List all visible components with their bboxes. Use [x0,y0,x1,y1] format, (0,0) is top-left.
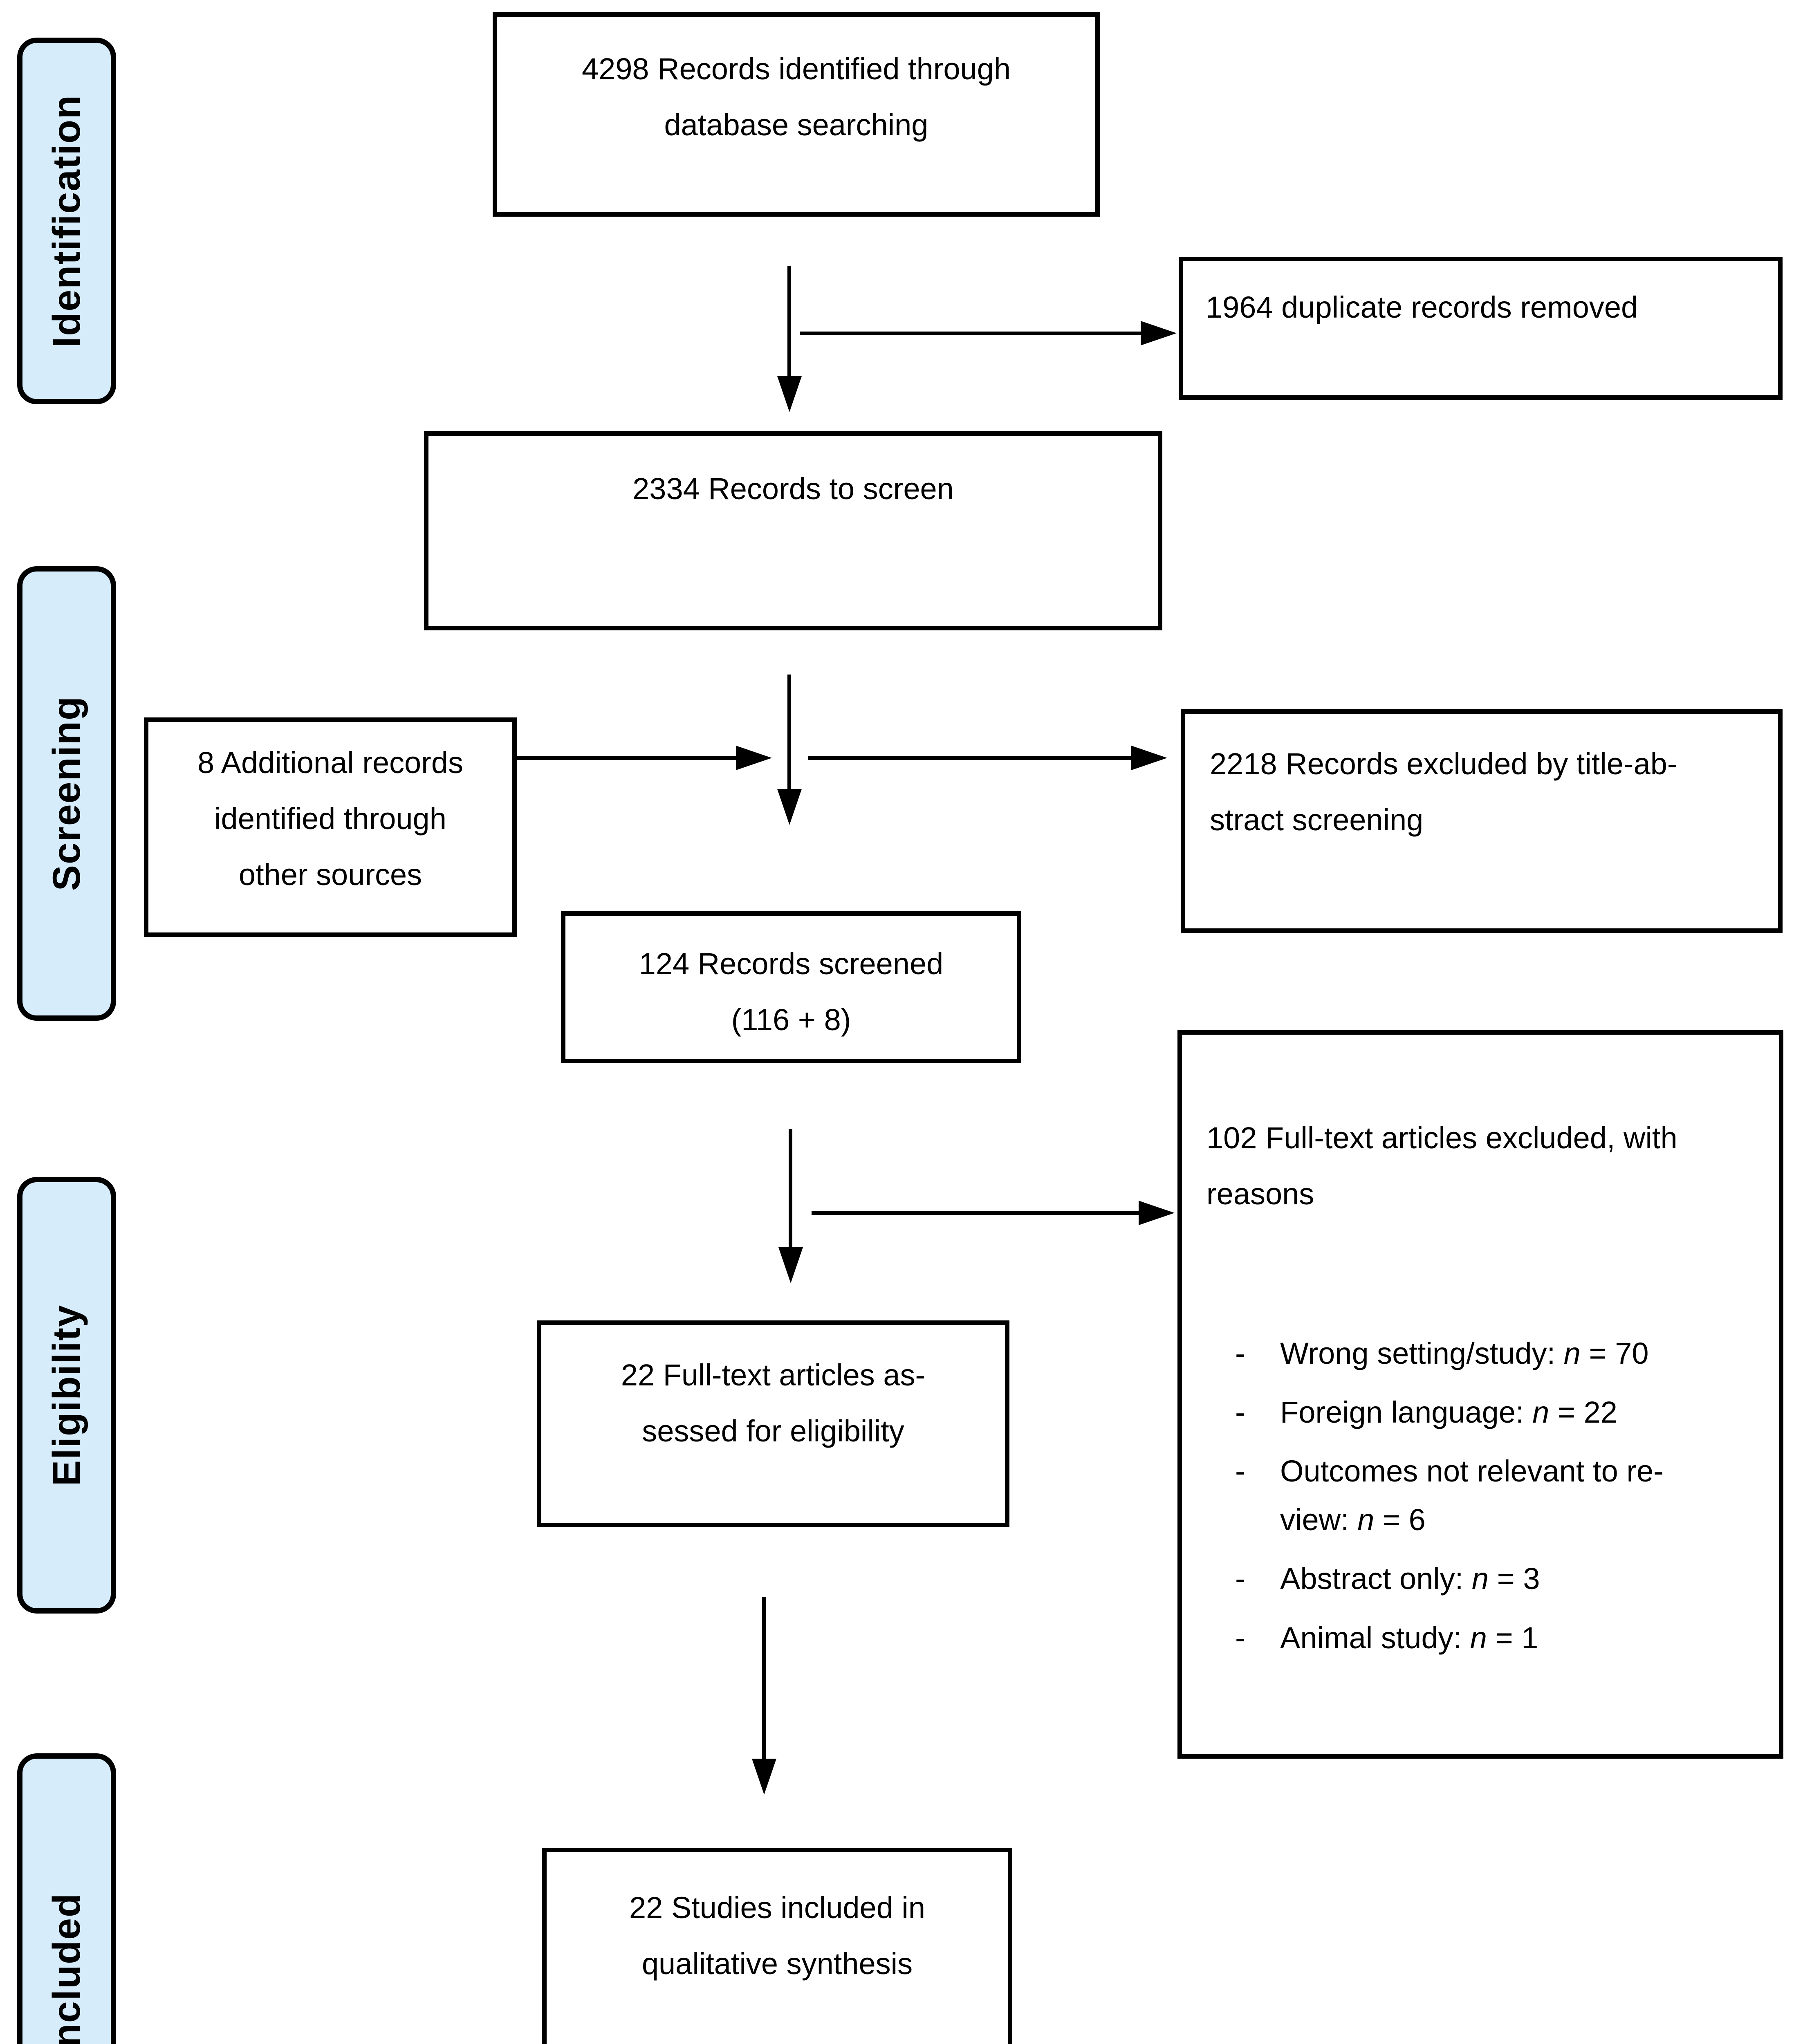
arrow-screened-to-assessed-head [778,1247,803,1283]
box-records-screened: 124 Records screened (116 + 8) [561,911,1021,1063]
arrow-screen-to-screened-line [787,675,791,790]
arrow-to-title-abstract-line [808,756,1132,760]
box-fulltext-assessed: 22 Full-text articles as- sessed for eli… [537,1320,1009,1527]
arrow-screened-to-assessed-line [789,1129,792,1248]
bullet-dash: - [1235,1620,1245,1655]
reason-text: Foreign language: n = 22 [1280,1395,1617,1429]
reason-item: - Abstract only: n = 3 [1206,1555,1771,1603]
arrow-assessed-to-included-line [762,1597,766,1759]
box-duplicates-removed: 1964 duplicate records removed [1179,257,1783,400]
arrow-screen-to-screened-head [777,789,802,825]
stage-identification: Identification [17,38,116,404]
stage-identification-label: Identification [45,94,88,348]
bullet-dash: - [1235,1454,1245,1488]
box-records-identified: 4298 Records identified through database… [493,12,1100,217]
stage-included: Included [17,1753,116,2044]
box-fulltext-excluded: 102 Full-text articles excluded, with re… [1177,1030,1783,1759]
reason-item: - Wrong setting/study: n = 70 [1206,1329,1771,1378]
arrow-to-title-abstract-head [1131,746,1167,770]
arrow-to-duplicates-head [1141,321,1177,345]
arrow-identified-to-screen-line [787,266,791,377]
arrow-to-fulltext-excluded-line [812,1211,1139,1215]
arrow-to-duplicates-line [800,332,1141,335]
arrow-assessed-to-included-head [752,1759,776,1795]
box-records-to-screen: 2334 Records to screen [424,431,1162,630]
box-additional-records: 8 Additional records identified through … [144,717,517,937]
reason-text: Outcomes not relevant to re- view: n = 6 [1280,1454,1664,1537]
reason-item: - Foreign language: n = 22 [1206,1388,1771,1437]
stage-eligibility-label: Eligibility [45,1304,88,1486]
reason-item: -Animal study: n = 1 [1206,1614,1771,1662]
box-excluded-title-abstract: 2218 Records excluded by title-ab- strac… [1181,709,1783,933]
reason-text: Wrong setting/study: n = 70 [1280,1336,1649,1370]
box-studies-included: 22 Studies included in qualitative synth… [542,1848,1012,2044]
arrow-additional-to-junction-head [736,746,772,770]
arrow-additional-to-junction-line [516,756,737,760]
bullet-dash: - [1235,1562,1245,1596]
bullet-dash: - [1235,1336,1245,1370]
arrow-identified-to-screen-head [777,376,802,412]
stage-screening-label: Screening [45,696,88,891]
stage-screening: Screening [17,566,116,1021]
arrow-to-fulltext-excluded-head [1139,1201,1175,1225]
exclusion-reasons-list: - Wrong setting/study: n = 70 - Foreign lan… [1206,1329,1771,1662]
reason-text: Abstract only: n = 3 [1280,1562,1540,1596]
stage-eligibility: Eligibility [17,1177,116,1614]
stage-included-label: Included [45,1892,88,2044]
reason-text: Animal study: n = 1 [1280,1620,1538,1655]
fulltext-excluded-title: 102 Full-text articles excluded, with re… [1206,1121,1677,1211]
reason-item: - Outcomes not relevant to re- view: n = … [1206,1447,1771,1544]
bullet-dash: - [1235,1395,1245,1429]
